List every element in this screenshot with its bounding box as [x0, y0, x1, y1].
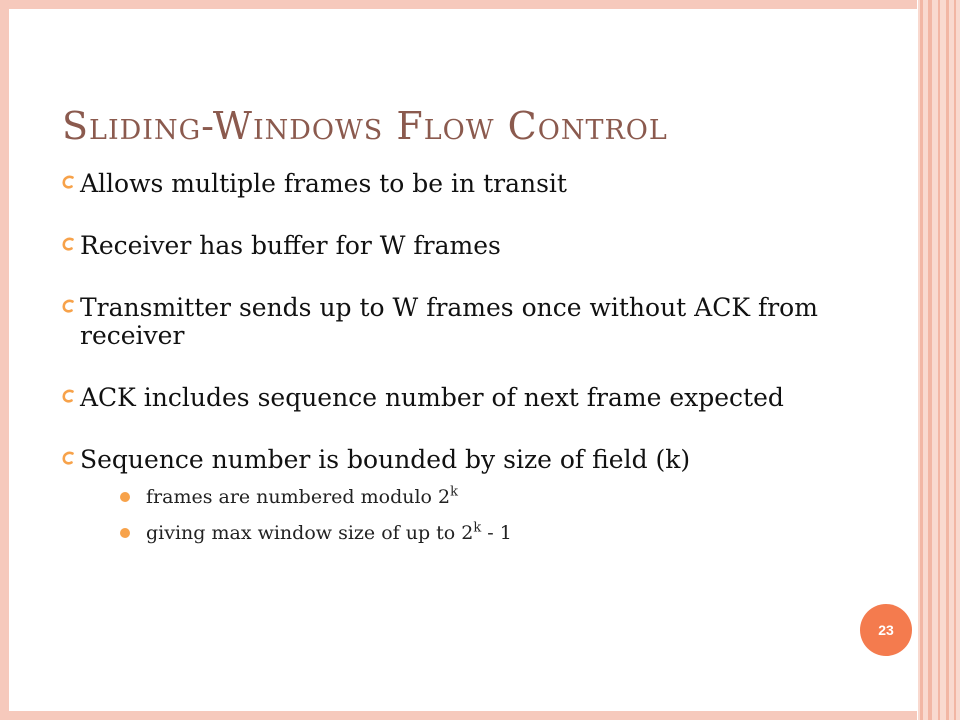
stripe — [920, 0, 923, 720]
slide-frame-top — [0, 0, 918, 9]
sub-bullet-text: giving max window size of up to 2 — [146, 522, 474, 544]
sub-bullet-text: frames are numbered modulo 2 — [146, 486, 451, 508]
curl-bullet-icon — [62, 389, 74, 403]
sub-bullet-item: giving max window size of up to 2k - 1 — [62, 522, 842, 544]
bullet-item: Allows multiple frames to be in transit — [62, 170, 842, 198]
curl-bullet-icon — [62, 451, 74, 465]
bullet-text: ACK includes sequence number of next fra… — [80, 383, 784, 412]
page-number-badge: 23 — [860, 604, 912, 656]
bullet-item: Receiver has buffer for W frames — [62, 232, 842, 260]
stripe — [954, 0, 956, 720]
superscript: k — [473, 520, 482, 536]
stripe — [946, 0, 949, 720]
stripe — [928, 0, 932, 720]
bullet-item: ACK includes sequence number of next fra… — [62, 384, 842, 412]
dot-bullet-icon — [120, 492, 130, 502]
curl-bullet-icon — [62, 175, 74, 189]
stripe-divider — [917, 0, 918, 720]
slide-content: Allows multiple frames to be in transit … — [62, 170, 842, 572]
bullet-text: Allows multiple frames to be in transit — [80, 169, 567, 198]
slide-frame-bottom — [0, 711, 918, 720]
sub-bullet-item: frames are numbered modulo 2k — [62, 486, 842, 508]
bullet-item: Sequence number is bounded by size of fi… — [62, 446, 842, 474]
slide-frame-left — [0, 0, 9, 720]
bullet-text: Receiver has buffer for W frames — [80, 231, 501, 260]
sub-bullet-suffix: - 1 — [481, 522, 512, 544]
stripe — [938, 0, 940, 720]
bullet-text: Transmitter sends up to W frames once wi… — [80, 293, 818, 350]
curl-bullet-icon — [62, 299, 74, 313]
curl-bullet-icon — [62, 237, 74, 251]
decorative-stripes — [918, 0, 960, 720]
dot-bullet-icon — [120, 528, 130, 538]
bullet-item: Transmitter sends up to W frames once wi… — [62, 294, 842, 350]
slide-title: Sliding-Windows Flow Control — [62, 104, 668, 148]
superscript: k — [450, 484, 459, 500]
bullet-text: Sequence number is bounded by size of fi… — [80, 445, 691, 474]
